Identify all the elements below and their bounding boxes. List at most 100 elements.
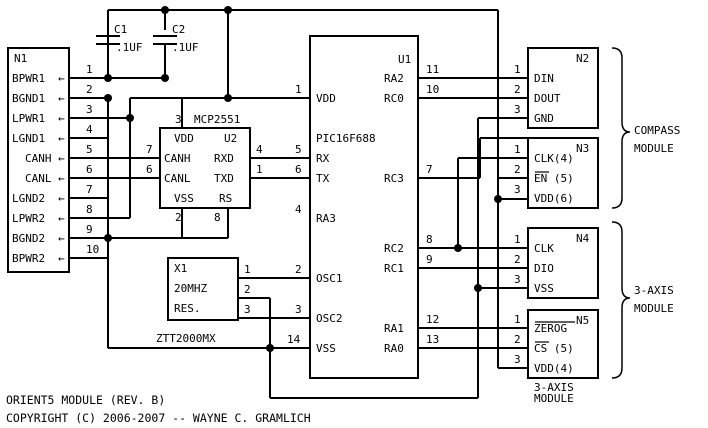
n1-pin-number: 8 — [86, 203, 93, 216]
n5-pin-name: VDD(4) — [534, 362, 574, 375]
u2-pin-number: 6 — [146, 163, 153, 176]
n1-pin-name: LGND1 — [12, 132, 45, 145]
u2-txd-label: TXD — [214, 172, 234, 185]
n5-pin-number: 2 — [514, 333, 521, 346]
u1-pin-name: RC3 — [384, 172, 404, 185]
capacitor-c1: C1 .1UF — [96, 23, 143, 54]
n1-pin-name: BGND2 — [12, 232, 45, 245]
u1-pin-number: 6 — [295, 163, 302, 176]
u1-right-pins: RA2 RC0 RC3 RC2 RC1 RA1 RA0 11 10 7 8 9 … — [384, 63, 439, 355]
n2-pin-name: DOUT — [534, 92, 561, 105]
u1-pin-number: 2 — [295, 263, 302, 276]
c1-ref: C1 — [114, 23, 127, 36]
n5-connector: N5 ZEROG CS (5) VDD(4) 1 2 3 3-AXIS MODU… — [514, 309, 599, 405]
n1-pin-name: BPWR1 — [12, 72, 45, 85]
module-braces: COMPASS MODULE 3-AXIS MODULE — [611, 47, 680, 379]
u2-vss-label: VSS — [174, 192, 194, 205]
u2-rs-label: RS — [219, 192, 232, 205]
n4-pin-number: 1 — [514, 233, 521, 246]
u1-pin-name: RA2 — [384, 72, 404, 85]
u2-box — [159, 127, 251, 209]
arrow-icon: ← — [58, 132, 65, 145]
n2-ref: N2 — [576, 52, 589, 65]
x1-pin-number: 1 — [244, 263, 251, 276]
axis-label: 3-AXIS — [634, 284, 674, 297]
x1-ref: X1 — [174, 262, 187, 275]
n4-pin-number: 3 — [514, 273, 521, 286]
u1-pin-number: 14 — [287, 333, 301, 346]
n4-pin-number: 2 — [514, 253, 521, 266]
u1-pin-name: TX — [316, 172, 330, 185]
copyright-text: COPYRIGHT (C) 2006-2007 -- WAYNE C. GRAM… — [6, 411, 311, 425]
x1-pin-number: 3 — [244, 303, 251, 316]
u2-rxd-label: RXD — [214, 152, 234, 165]
u2-pin-number: 3 — [175, 113, 182, 126]
u1-right-wires — [269, 77, 528, 399]
n2-pin-number: 1 — [514, 63, 521, 76]
n1-pin-name: CANL — [25, 172, 52, 185]
n5-pin-name: CS (5) — [534, 342, 574, 355]
x1-wires — [238, 277, 310, 348]
n5-caption: MODULE — [534, 392, 574, 405]
n1-pin-number: 9 — [86, 223, 93, 236]
n2-connector: N2 DIN DOUT GND 1 2 3 — [514, 47, 599, 129]
n1-ref: N1 — [14, 52, 27, 65]
u2-pin-number: 8 — [214, 211, 221, 224]
u2-part: MCP2551 — [194, 113, 240, 126]
u1-pin-number: 12 — [426, 313, 439, 326]
n1-pins: BPWR1 BGND1 LPWR1 LGND1 CANH CANL LGND2 … — [12, 63, 99, 265]
n4-pin-name: VSS — [534, 282, 554, 295]
u1-pin-name: RA0 — [384, 342, 404, 355]
compass-label: MODULE — [634, 142, 674, 155]
n1-pin-number: 1 — [86, 63, 93, 76]
x1-frequency: 20MHZ — [174, 282, 207, 295]
x1-box — [167, 257, 239, 321]
n1-pin-name: LPWR1 — [12, 112, 45, 125]
n3-pin-name: CLK(4) — [534, 152, 574, 165]
n4-pin-name: CLK — [534, 242, 554, 255]
arrow-icon: ← — [58, 152, 65, 165]
u1-pin-name: RA3 — [316, 212, 336, 225]
u1-pin-number: 1 — [295, 83, 302, 96]
n4-connector: N4 CLK DIO VSS 1 2 3 — [514, 227, 599, 299]
arrow-icon: ← — [58, 252, 65, 265]
u1-pin-name: RC2 — [384, 242, 404, 255]
n1-pin-name: BPWR2 — [12, 252, 45, 265]
arrow-icon: ← — [58, 232, 65, 245]
n1-pin-number: 7 — [86, 183, 93, 196]
u1-pin-name: RX — [316, 152, 330, 165]
n3-connector: N3 CLK(4) EN (5) VDD(6) 1 2 3 — [498, 137, 599, 209]
u1-part: PIC16F688 — [316, 132, 376, 145]
u2-ref: U2 — [224, 132, 237, 145]
u2-pin-number: 1 — [256, 163, 263, 176]
u2-pin-number: 4 — [256, 143, 263, 156]
n2-pin-number: 3 — [514, 103, 521, 116]
n3-pin-name: EN (5) — [534, 172, 574, 185]
n3-ref: N3 — [576, 142, 589, 155]
u1-pin-name: VSS — [316, 342, 336, 355]
u1-pin-number: 8 — [426, 233, 433, 246]
n5-pin-name: ZEROG — [534, 322, 567, 335]
arrow-icon: ← — [58, 72, 65, 85]
u1-left-pins: VDD RX TX RA3 OSC1 OSC2 VSS 1 5 6 4 2 3 … — [287, 83, 343, 355]
n2-pin-number: 2 — [514, 83, 521, 96]
n3-pin-number: 1 — [514, 143, 521, 156]
u1-pin-name: OSC2 — [316, 312, 343, 325]
n5-caption: 3-AXIS — [534, 381, 574, 394]
u1-ref: U1 — [398, 53, 411, 66]
u1-pin-number: 3 — [295, 303, 302, 316]
u1-pin-number: 11 — [426, 63, 439, 76]
n1-pin-number: 3 — [86, 103, 93, 116]
compass-label: COMPASS — [634, 124, 680, 137]
u2-vdd-label: VDD — [174, 132, 194, 145]
n5-pin-number: 3 — [514, 353, 521, 366]
u1-pin-name: VDD — [316, 92, 336, 105]
arrow-icon: ← — [58, 112, 65, 125]
n1-pin-wires — [69, 77, 160, 259]
arrow-icon: ← — [58, 192, 65, 205]
n5-ref: N5 — [576, 314, 589, 327]
u1-pin-name: RC1 — [384, 262, 404, 275]
u1-pin-number: 10 — [426, 83, 439, 96]
n1-pin-number: 2 — [86, 83, 93, 96]
